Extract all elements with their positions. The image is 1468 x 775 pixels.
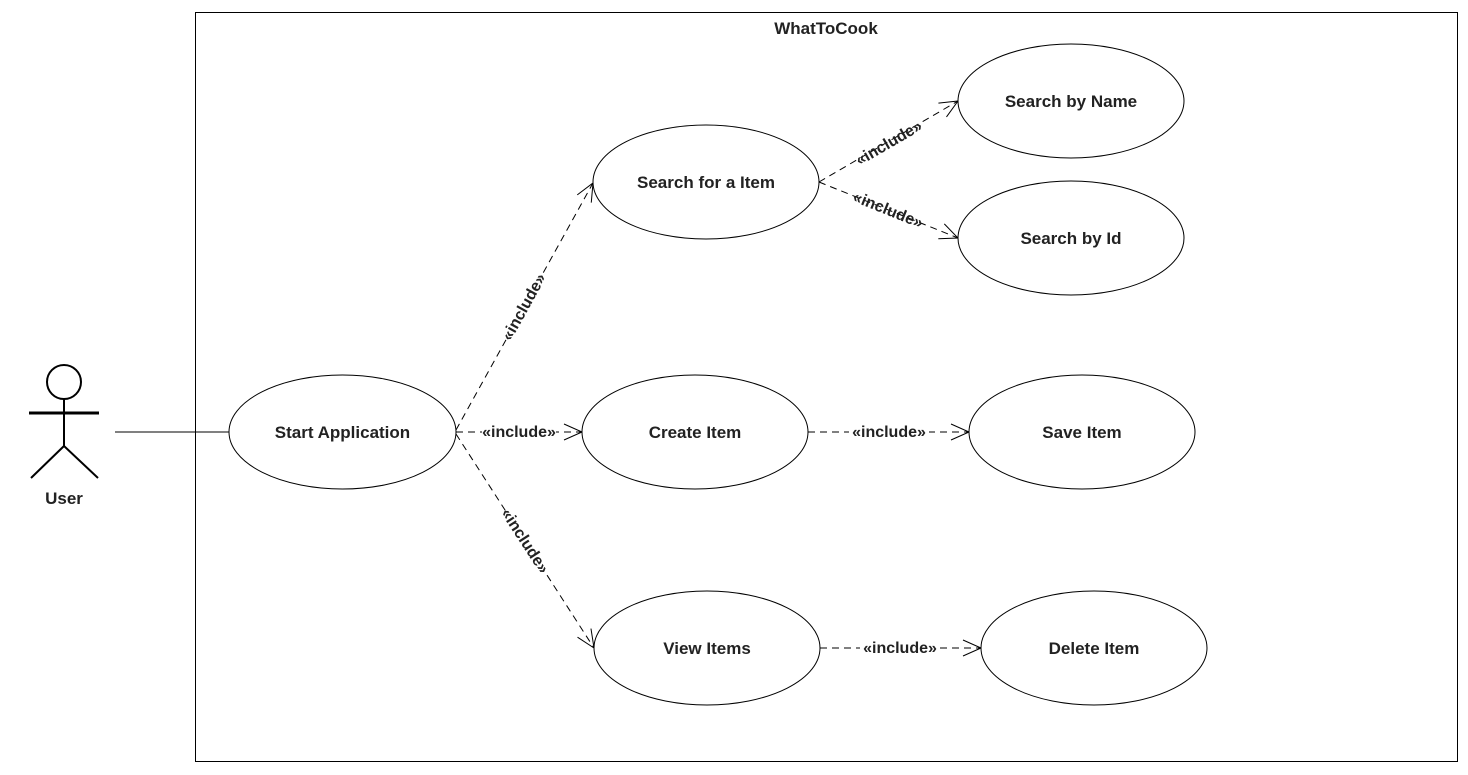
use-case-label: Search by Name — [1005, 92, 1137, 111]
use-case-delete-item[interactable]: Delete Item — [980, 590, 1208, 706]
include-label-delete-item: «include» — [863, 640, 937, 657]
actor-left-leg — [30, 445, 65, 479]
use-case-label: Delete Item — [1049, 639, 1140, 658]
use-case-view-items[interactable]: View Items — [593, 590, 821, 706]
use-case-search-by-name[interactable]: Search by Name — [957, 43, 1185, 159]
actor-head — [46, 364, 82, 400]
use-case-save-item[interactable]: Save Item — [968, 374, 1196, 490]
include-label-create-item: «include» — [482, 424, 556, 441]
include-label-view-items: «include» — [497, 506, 552, 577]
include-label-search-by-name: «include» — [853, 118, 926, 170]
system-boundary — [195, 12, 1458, 762]
actor-right-leg — [63, 445, 99, 479]
use-case-label: View Items — [663, 639, 751, 658]
use-case-label: Save Item — [1042, 423, 1121, 442]
include-arrow-view-items — [455, 433, 594, 648]
use-case-label: Start Application — [275, 423, 410, 442]
include-arrow-search-by-id — [818, 181, 958, 238]
actor-user[interactable]: User — [29, 364, 99, 508]
use-case-label: Search by Id — [1020, 229, 1121, 248]
use-case-search-item[interactable]: Search for a Item — [592, 124, 820, 240]
use-case-create-item[interactable]: Create Item — [581, 374, 809, 490]
actor-label: User — [45, 489, 83, 508]
include-arrow-search-by-name — [818, 101, 958, 183]
use-case-start-application[interactable]: Start Application — [228, 374, 457, 490]
use-case-label: Search for a Item — [637, 173, 775, 192]
use-case-label: Create Item — [649, 423, 742, 442]
system-title: WhatToCook — [774, 19, 878, 38]
use-case-search-by-id[interactable]: Search by Id — [957, 180, 1185, 296]
include-label-save-item: «include» — [852, 424, 926, 441]
include-label-search-by-id: «include» — [850, 189, 925, 232]
